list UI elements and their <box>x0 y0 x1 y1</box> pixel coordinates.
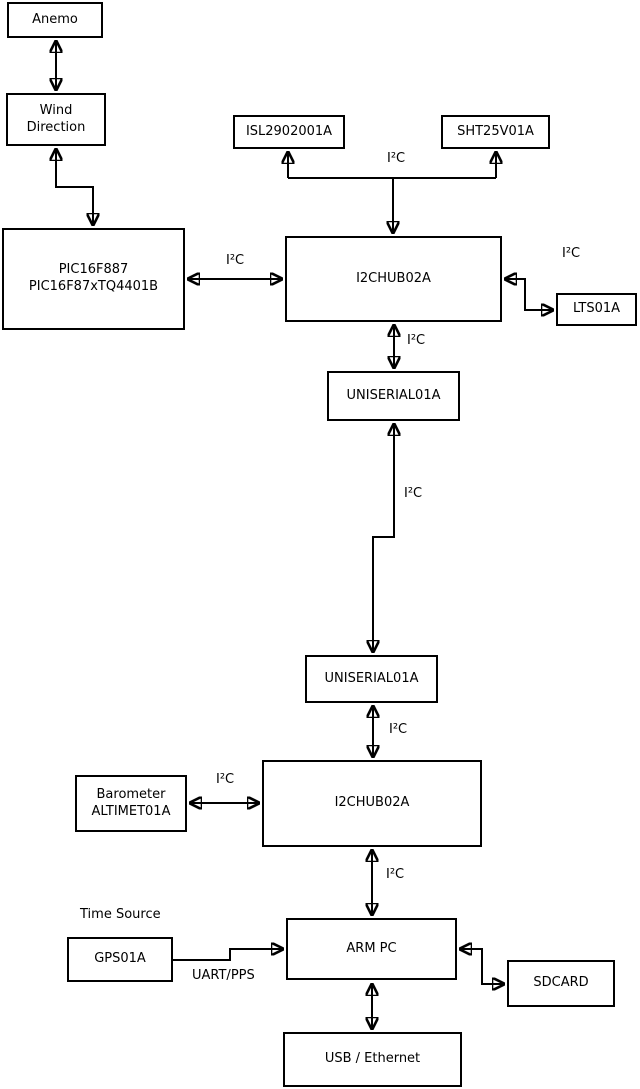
node-uniserial01a-upper-label: UNISERIAL01A <box>346 387 441 403</box>
edge-winddirection-pic <box>56 148 93 226</box>
node-wind-direction-label-line1: Wind <box>39 102 73 118</box>
node-isl2902001a-label: ISL2902001A <box>245 123 333 139</box>
node-usb-ethernet-label: USB / Ethernet <box>324 1051 421 1067</box>
node-arm-pc-label: ARM PC <box>346 940 397 956</box>
edge-armpc-sdcard <box>459 949 505 984</box>
node-wind-direction: Wind Direction <box>6 93 106 146</box>
node-anemo: Anemo <box>7 2 103 38</box>
node-uniserial01a-lower-label: UNISERIAL01A <box>324 670 419 686</box>
node-i2chub02a-upper-label: I2CHUB02A <box>356 270 431 286</box>
node-sdcard: SDCARD <box>507 960 615 1007</box>
label-i2c-hub1-lts: I²C <box>562 246 581 261</box>
node-sht25v01a: SHT25V01A <box>441 115 550 149</box>
label-i2c-hub1-uniserial1: I²C <box>407 333 426 348</box>
node-barometer-label-line2: ALTIMET01A <box>91 803 171 819</box>
node-isl2902001a: ISL2902001A <box>233 115 345 149</box>
edge-gps-armpc <box>173 949 284 961</box>
label-time-source: Time Source <box>80 907 161 922</box>
label-i2c-sensors: I²C <box>387 151 406 166</box>
node-lts01a-label: LTS01A <box>572 301 621 317</box>
node-arm-pc: ARM PC <box>286 918 457 980</box>
node-uniserial01a-lower: UNISERIAL01A <box>305 655 438 703</box>
label-i2c-pic-hub1: I²C <box>226 253 245 268</box>
node-i2chub02a-lower: I2CHUB02A <box>262 760 482 847</box>
node-pic: PIC16F887 PIC16F87xTQ4401B <box>2 228 185 330</box>
edge-hub1-lts <box>504 279 554 310</box>
node-i2chub02a-upper: I2CHUB02A <box>285 236 502 322</box>
edge-uniserial1-uniserial2 <box>373 423 394 653</box>
label-i2c-uniserial2-hub2: I²C <box>389 722 408 737</box>
node-i2chub02a-lower-label: I2CHUB02A <box>334 795 410 811</box>
node-barometer: Barometer ALTIMET01A <box>75 775 187 832</box>
node-sht25v01a-label: SHT25V01A <box>457 123 534 139</box>
node-pic-label-line1: PIC16F887 <box>58 262 129 278</box>
node-usb-ethernet: USB / Ethernet <box>283 1032 462 1087</box>
node-sdcard-label: SDCARD <box>533 975 589 991</box>
label-i2c-hub2-armpc: I²C <box>386 867 405 882</box>
node-pic-label-line2: PIC16F87xTQ4401B <box>28 279 159 294</box>
node-wind-direction-label-line2: Direction <box>26 119 86 135</box>
node-lts01a: LTS01A <box>556 293 637 326</box>
node-barometer-label-line1: Barometer <box>96 786 166 802</box>
node-uniserial01a-upper: UNISERIAL01A <box>327 371 460 421</box>
node-gps01a-label: GPS01A <box>94 951 146 967</box>
label-uart-pps: UART/PPS <box>192 968 255 983</box>
node-gps01a: GPS01A <box>67 937 173 982</box>
label-i2c-barometer-hub2: I²C <box>216 772 235 787</box>
label-i2c-uniserial-uniserial: I²C <box>404 486 423 501</box>
node-anemo-label: Anemo <box>32 11 78 27</box>
